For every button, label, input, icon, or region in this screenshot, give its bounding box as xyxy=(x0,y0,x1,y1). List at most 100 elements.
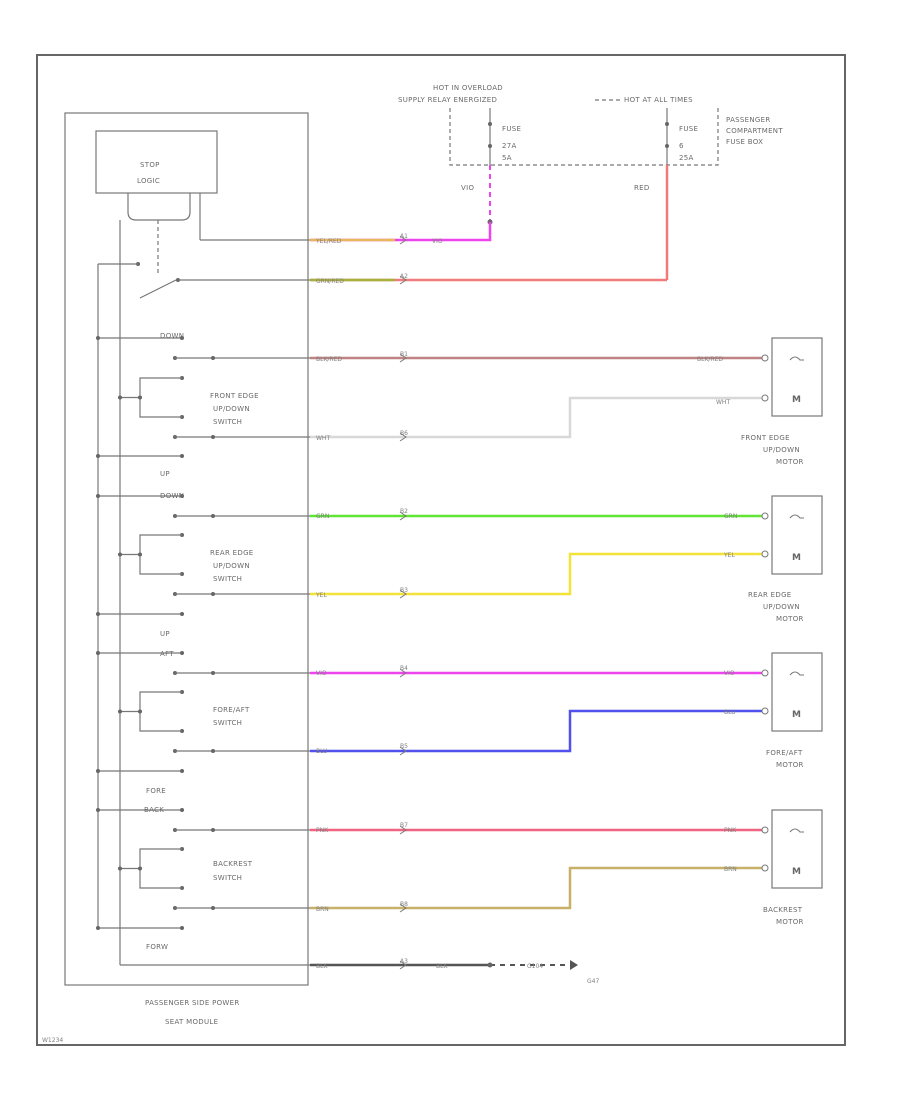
fore-aft-motor-l1: FORE/AFT xyxy=(766,749,803,757)
fuse2-top-terminal xyxy=(665,122,669,126)
stop-logic-line1: STOP xyxy=(140,161,160,169)
wire-brn-motor-terminal xyxy=(761,864,769,872)
front-edge-motor-l1: FRONT EDGE xyxy=(741,434,790,442)
backrest-rail-top-contact xyxy=(180,808,184,812)
wire-label-yel-red: YEL/RED xyxy=(315,238,342,245)
front-edge-motor-symbol: M xyxy=(792,395,801,405)
fuse2-rating: 25A xyxy=(679,154,694,162)
rear-edge-switch-l2: UP/DOWN xyxy=(213,562,250,570)
fore-aft-switch-l1: FORE/AFT xyxy=(213,706,250,714)
wire-yel-internal-node xyxy=(211,592,215,596)
switch-layer xyxy=(96,336,184,930)
front-edge-motor xyxy=(771,337,823,417)
connector-c4: B6 xyxy=(400,430,408,437)
wire-grn-internal-node xyxy=(211,514,215,518)
wire-label-grn-left: GRN xyxy=(316,513,329,520)
wire-blk-red-internal-node xyxy=(211,356,215,360)
wire-label-blu-right: BLU xyxy=(724,709,736,716)
wire-label-gnd-blk2: BLK xyxy=(436,963,448,970)
front-edge-ground-node xyxy=(118,395,122,400)
wire-label-vio-conn: VIO xyxy=(432,238,443,245)
front-edge-rail-bottom-contact xyxy=(180,454,184,458)
front-edge-switch-l1: FRONT EDGE xyxy=(210,392,259,400)
rear-edge-switch-down: DOWN xyxy=(160,492,184,500)
backrest-motor xyxy=(771,809,823,889)
wire-label-wht-left: WHT xyxy=(316,435,330,442)
wire-wht xyxy=(310,396,765,439)
backrest-rail-bottom-node xyxy=(96,926,100,930)
backrest-motor-limit-icon xyxy=(789,828,804,833)
wire-label-red-top: RED xyxy=(634,184,650,192)
wire-label-wht-right: WHT xyxy=(716,399,730,406)
wire-label-vio-top: VIO xyxy=(461,184,474,192)
rear-edge-motor xyxy=(771,495,823,575)
rear-edge-switch-l1: REAR EDGE xyxy=(210,549,254,557)
pcfb-line3: FUSE BOX xyxy=(726,138,763,146)
wire-label-gnd-g: G104 xyxy=(527,963,543,970)
diagram-id: W1234 xyxy=(42,1037,63,1044)
connector-c3: B1 xyxy=(400,351,408,358)
front-edge-bracket-node xyxy=(138,395,142,400)
wire-label-blk-red-right: BLK/RED xyxy=(697,356,723,363)
front-edge-bracket xyxy=(139,377,182,418)
connector-tick-10 xyxy=(399,903,407,913)
fore-aft-ground-node xyxy=(118,709,122,714)
diagram-border xyxy=(36,54,846,1046)
fore-aft-motor-l2: MOTOR xyxy=(776,761,804,769)
rear-edge-motor-l2: UP/DOWN xyxy=(763,603,800,611)
connector-c6: B3 xyxy=(400,587,408,594)
hot-at-all-times-label: HOT AT ALL TIMES xyxy=(624,96,693,104)
fore-aft-motor-limit-icon xyxy=(789,671,804,676)
module-name-line2: SEAT MODULE xyxy=(165,1018,218,1026)
rear-edge-ground-node xyxy=(118,552,122,557)
fuse2-label: FUSE xyxy=(679,125,698,133)
backrest-switch-l1: BACKREST xyxy=(213,860,253,868)
ground-label: G47 xyxy=(587,978,599,985)
wire-label-grn-red: GRN/RED xyxy=(316,278,344,285)
wire-blu-internal-node xyxy=(211,749,215,753)
fore-aft-switch-fore: FORE xyxy=(146,787,166,795)
wire-label-blu-left: BLU xyxy=(316,748,328,755)
connector-tick-8 xyxy=(399,746,407,756)
rear-edge-switch-up: UP xyxy=(160,630,170,638)
backrest-bracket xyxy=(139,848,182,889)
wire-pnk-internal-node xyxy=(211,828,215,832)
rear-edge-motor-l1: REAR EDGE xyxy=(748,591,792,599)
fore-aft-bracket-node xyxy=(138,709,142,714)
connector-c10: B8 xyxy=(400,901,408,908)
rear-edge-rail-top-node xyxy=(96,494,100,498)
front-edge-rail-top-contact xyxy=(180,336,184,340)
relay-blade xyxy=(139,279,177,299)
rear-edge-motor-limit-icon xyxy=(789,514,804,519)
module-name-line1: PASSENGER SIDE POWER xyxy=(145,999,240,1007)
wire-vio-internal-node xyxy=(211,671,215,675)
wire-label-yel-right: YEL xyxy=(723,552,735,559)
front-edge-switch-down: DOWN xyxy=(160,332,184,340)
stop-logic-box xyxy=(95,130,218,194)
connector-tick-3 xyxy=(399,353,407,363)
wire-label-pnk-left: PNK xyxy=(316,827,329,834)
fore-aft-rail-top-contact xyxy=(180,651,184,655)
ground-splice xyxy=(487,962,493,968)
wire-yel-motor-terminal xyxy=(761,550,769,558)
connector-c7: B4 xyxy=(400,665,408,672)
fuse2-id: 6 xyxy=(679,142,684,150)
front-edge-switch-l2: UP/DOWN xyxy=(213,405,250,413)
connector-tick-5 xyxy=(399,511,407,521)
pcfb-line2: COMPARTMENT xyxy=(726,127,783,135)
fore-aft-switch-aft: AFT xyxy=(160,650,174,658)
fuse1-label: FUSE xyxy=(502,125,521,133)
connector-tick-6 xyxy=(399,589,407,599)
wire-label-pnk-right: PNK xyxy=(724,827,737,834)
wire-label-brn-right: BRN xyxy=(724,866,737,873)
wire-label-blk-red-left: BLK/RED xyxy=(316,356,342,363)
supply-relay-label: SUPPLY RELAY ENERGIZED xyxy=(398,96,497,104)
rear-edge-switch-l3: SWITCH xyxy=(213,575,242,583)
fuse1-bottom-terminal xyxy=(488,144,492,148)
rear-edge-rail-top-contact xyxy=(180,494,184,498)
wire-pnk-motor-terminal xyxy=(761,826,769,834)
backrest-switch-back: BACK xyxy=(144,806,164,814)
wire-layer xyxy=(175,222,769,970)
wire-wht-motor-terminal xyxy=(761,394,769,402)
rear-edge-bracket-node xyxy=(138,552,142,557)
